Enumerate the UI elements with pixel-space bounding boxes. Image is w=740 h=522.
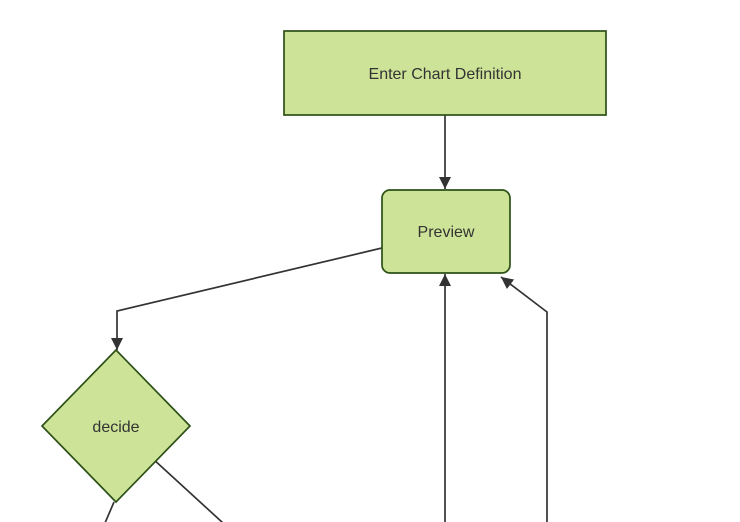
edge-decide-out-bottom-left: [104, 501, 115, 522]
node-decide: decide: [40, 348, 192, 504]
node-label: Enter Chart Definition: [369, 66, 522, 83]
node-preview: Preview: [381, 189, 511, 274]
node-shape-rectangle: [283, 30, 607, 116]
node-label: decide: [92, 419, 139, 436]
node-label: Preview: [418, 224, 475, 241]
edge-return-to-preview-corner: [500, 276, 548, 522]
node-enter-chart-definition: Enter Chart Definition: [283, 30, 607, 116]
edge-decide-out-bottom-right: [151, 457, 224, 522]
edge-preview-to-decide: [111, 247, 383, 350]
node-shape-rounded-rectangle: [381, 189, 511, 274]
node-shape-diamond: [40, 348, 192, 504]
